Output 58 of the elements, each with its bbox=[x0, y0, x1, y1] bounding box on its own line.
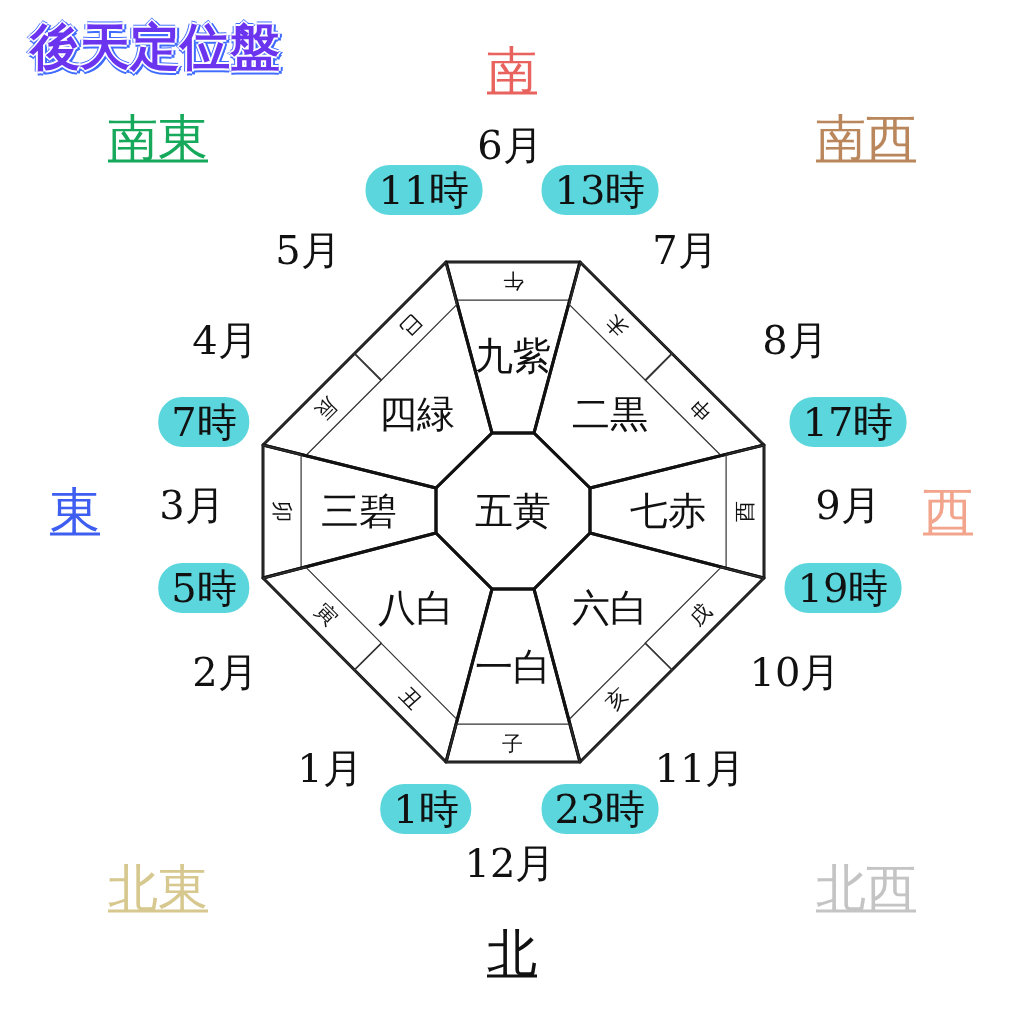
month-label: 10月 bbox=[749, 650, 841, 694]
star-name: 七赤 bbox=[629, 491, 706, 530]
direction-label: 北西 bbox=[816, 860, 916, 916]
hour-badge: 19時 bbox=[784, 563, 902, 613]
month-label: 7月 bbox=[652, 228, 718, 272]
hour-badge: 17時 bbox=[789, 397, 907, 447]
earthly-branch: 丑 bbox=[394, 684, 425, 715]
branch-cell bbox=[724, 443, 766, 580]
hour-badge: 7時 bbox=[158, 397, 250, 447]
month-label: 3月 bbox=[159, 483, 225, 527]
star-name: 九紫 bbox=[475, 337, 551, 376]
branch-cell bbox=[353, 260, 459, 382]
direction-label: 北東 bbox=[108, 860, 208, 916]
branch-cell bbox=[444, 722, 582, 764]
hour-badge: 1時 bbox=[380, 784, 472, 834]
hour-badge: 5時 bbox=[158, 563, 250, 613]
earthly-branch: 申 bbox=[686, 393, 716, 424]
month-label: 5月 bbox=[275, 228, 341, 272]
hour-badge: 23時 bbox=[541, 784, 659, 834]
direction-label: 南西 bbox=[816, 110, 916, 166]
branch-cell bbox=[444, 260, 582, 302]
star-name: 二黒 bbox=[571, 394, 648, 433]
branch-cell bbox=[261, 352, 383, 457]
star-name: 五黄 bbox=[475, 491, 551, 530]
month-label: 6月 bbox=[477, 123, 543, 167]
earthly-branch: 午 bbox=[502, 269, 524, 291]
earthly-branch: 辰 bbox=[310, 393, 341, 424]
earthly-branch: 巳 bbox=[394, 309, 425, 340]
earthly-branch: 戌 bbox=[686, 599, 716, 630]
title: 後天定位盤 bbox=[30, 20, 280, 75]
star-name: 三碧 bbox=[320, 491, 397, 530]
star-name: 六白 bbox=[571, 589, 648, 628]
earthly-branch: 未 bbox=[601, 309, 632, 340]
month-label: 4月 bbox=[192, 318, 258, 362]
star-sector bbox=[261, 443, 438, 580]
earthly-branch: 亥 bbox=[601, 684, 632, 715]
star-name: 一白 bbox=[475, 647, 551, 686]
star-sector bbox=[588, 443, 766, 580]
earthly-branch: 寅 bbox=[310, 599, 341, 630]
direction-label: 東 bbox=[50, 483, 100, 539]
star-name: 四緑 bbox=[378, 394, 455, 433]
earthly-branch: 子 bbox=[502, 733, 524, 754]
hour-badge: 11時 bbox=[365, 165, 483, 215]
branch-cell bbox=[261, 443, 303, 580]
earthly-branch: 酉 bbox=[734, 500, 756, 522]
direction-label: 北 bbox=[487, 925, 537, 981]
star-name: 八白 bbox=[378, 589, 455, 628]
month-label: 2月 bbox=[192, 650, 258, 694]
month-label: 1月 bbox=[297, 746, 363, 790]
direction-label: 西 bbox=[923, 483, 973, 539]
direction-label: 南東 bbox=[108, 110, 208, 166]
earthly-branch: 卯 bbox=[271, 500, 292, 522]
branch-cell bbox=[353, 642, 459, 764]
direction-label: 南 bbox=[487, 42, 537, 98]
hour-badge: 13時 bbox=[541, 165, 659, 215]
month-label: 8月 bbox=[762, 318, 828, 362]
month-label: 9月 bbox=[815, 483, 881, 527]
month-label: 12月 bbox=[464, 841, 556, 885]
